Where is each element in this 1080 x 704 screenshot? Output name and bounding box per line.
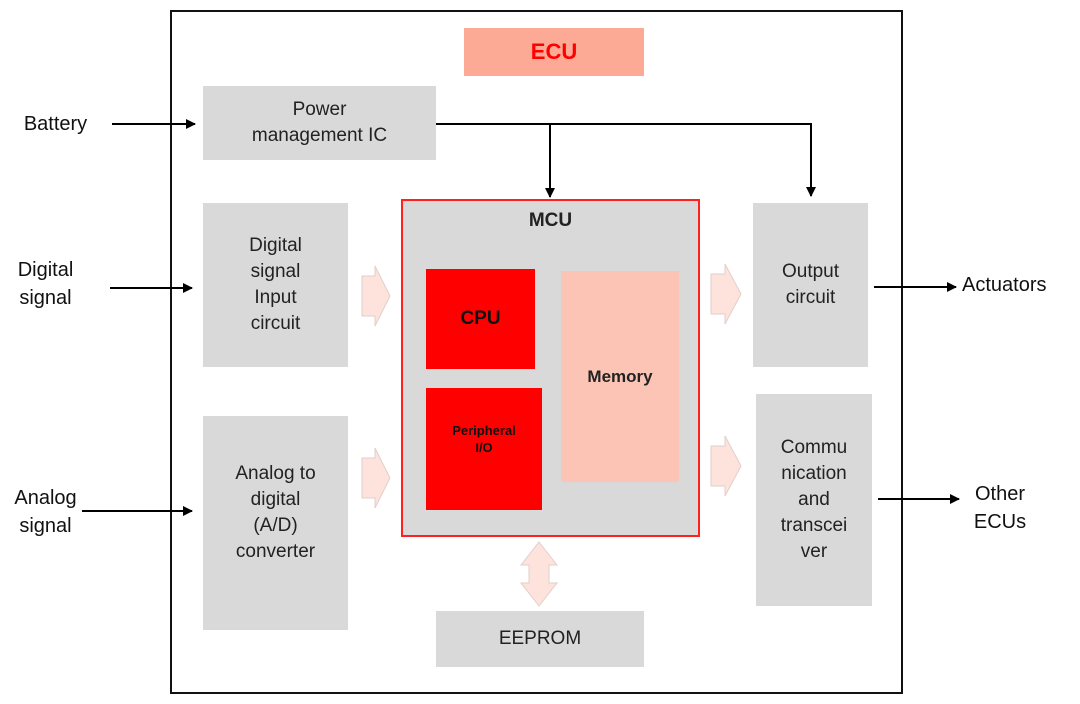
peripheral-line1: Peripheral (452, 423, 516, 438)
label-other-line1: Other (974, 483, 1026, 505)
output-circuit-block: Output circuit (753, 203, 868, 367)
adc-line1: Analog to (235, 463, 316, 484)
peripheral-line2: I/O (475, 440, 493, 455)
label-analog-signal: Analog signal (8, 484, 83, 540)
flow-arrow-digital-to-mcu (361, 265, 391, 327)
comm-line3: and (798, 489, 830, 510)
power-to-output-line (436, 123, 816, 197)
label-actuators: Actuators (962, 271, 1077, 299)
ecu-frame (170, 10, 903, 694)
comm-line5: ver (800, 541, 828, 562)
label-analog-line1: Analog (14, 487, 77, 509)
ecu-title: ECU (464, 28, 644, 76)
digital-input-line4: circuit (250, 313, 301, 334)
digital-input-line1: Digital (249, 235, 302, 256)
comm-line1: Commu (780, 437, 848, 458)
label-battery: Battery (8, 110, 103, 138)
adc-line4: converter (235, 541, 316, 562)
label-actuators-text: Actuators (962, 274, 1047, 296)
adc-line3: (A/D) (253, 515, 298, 536)
eeprom-block: EEPROM (436, 611, 644, 667)
label-battery-text: Battery (23, 113, 88, 135)
ad-converter-block: Analog to digital (A/D) converter (203, 416, 348, 630)
power-management-ic-block: Power management IC (203, 86, 436, 160)
cpu-block: CPU (426, 269, 535, 369)
communication-transceiver-block: Commu nication and transcei ver (756, 394, 872, 606)
flow-arrow-mcu-to-comm (710, 435, 742, 497)
label-analog-line2: signal (19, 515, 72, 537)
label-digital-line2: signal (19, 287, 72, 309)
label-other-ecus: Other ECUs (965, 480, 1035, 536)
flow-arrow-mcu-to-output (710, 263, 742, 325)
label-other-line2: ECUs (973, 511, 1027, 533)
mcu-eeprom-bidirectional-arrow (519, 541, 559, 607)
output-line1: Output (781, 261, 840, 282)
memory-text: Memory (587, 366, 653, 386)
digital-input-circuit-block: Digital signal Input circuit (203, 203, 348, 367)
flow-arrow-adc-to-mcu (361, 447, 391, 509)
power-line1: Power (292, 99, 347, 120)
eeprom-text: EEPROM (498, 628, 582, 649)
label-digital-signal: Digital signal (8, 256, 83, 312)
ecu-title-text: ECU (530, 39, 578, 64)
memory-block: Memory (561, 271, 679, 482)
peripheral-io-block: Peripheral I/O (426, 388, 542, 510)
comm-line4: transcei (780, 515, 848, 536)
adc-line2: digital (250, 489, 301, 510)
power-line2: management IC (251, 125, 388, 146)
comm-line2: nication (781, 463, 847, 484)
digital-input-line3: Input (254, 287, 297, 308)
digital-input-line2: signal (250, 261, 301, 282)
output-line2: circuit (785, 287, 836, 308)
mcu-title: MCU (528, 210, 573, 231)
label-digital-line1: Digital (17, 259, 74, 281)
cpu-text: CPU (460, 308, 501, 329)
